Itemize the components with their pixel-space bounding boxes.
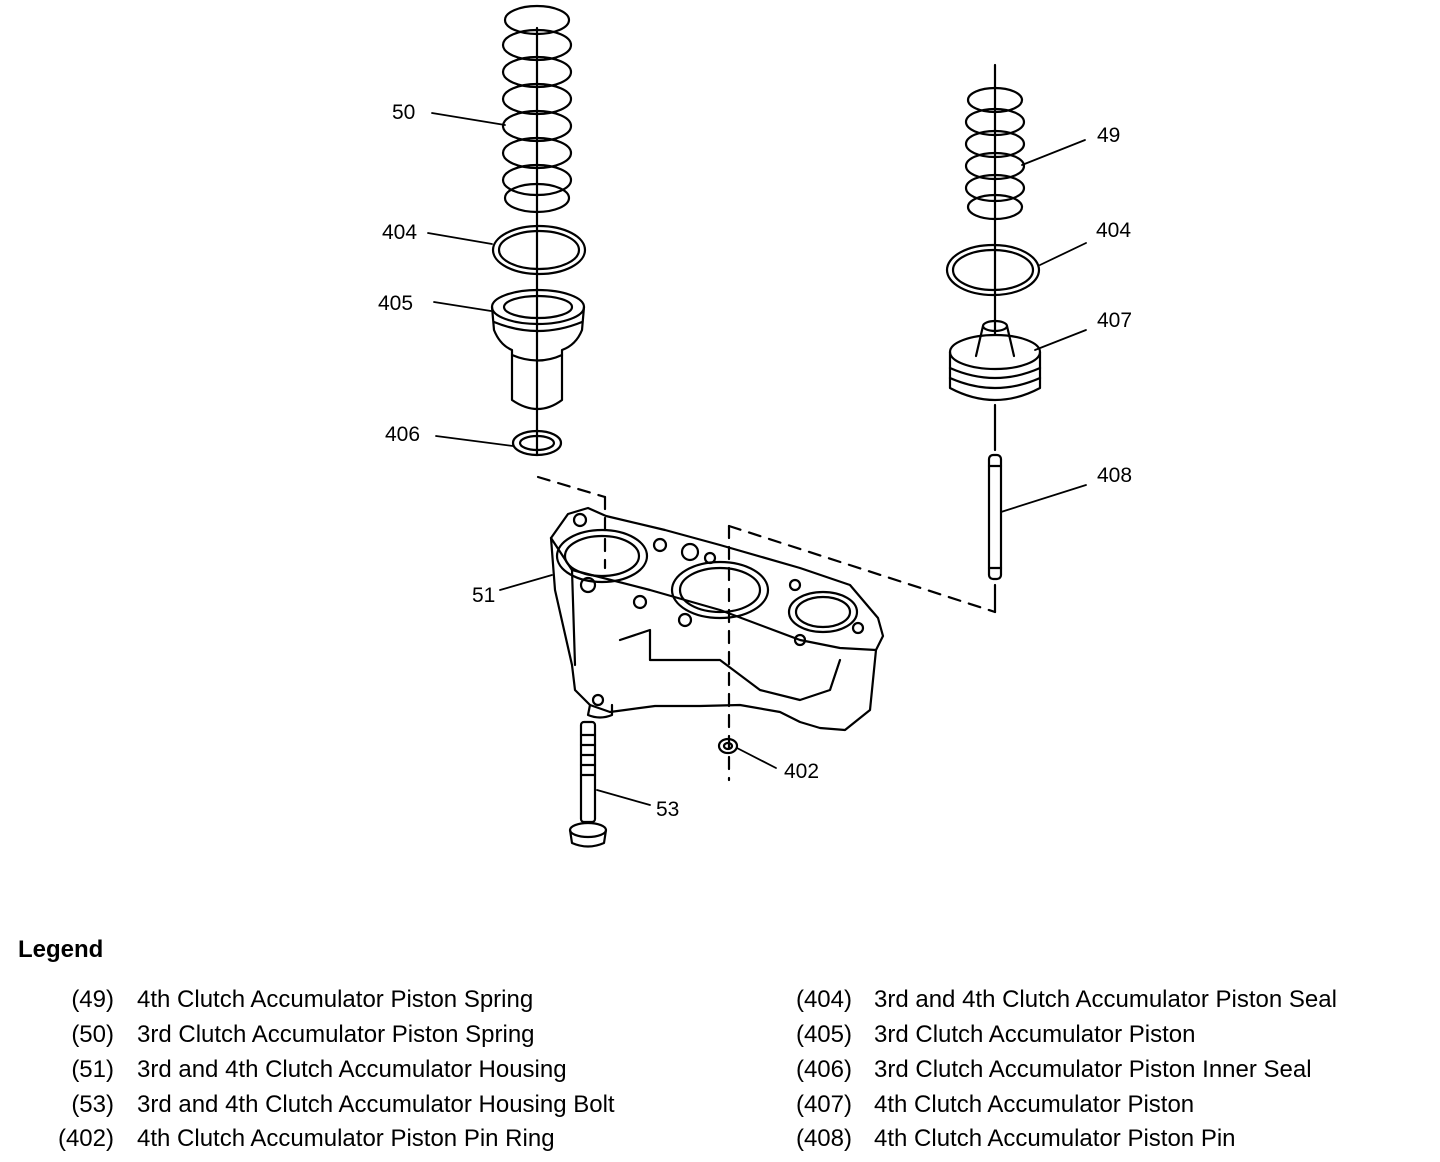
leader-lines bbox=[427, 112, 1087, 806]
piston-405 bbox=[490, 288, 586, 411]
legend-number: (406) bbox=[795, 1056, 852, 1083]
legend-number: (407) bbox=[795, 1091, 852, 1118]
legend-description: 4th Clutch Accumulator Piston Spring bbox=[137, 986, 534, 1013]
legend-description: 3rd Clutch Accumulator Piston Inner Seal bbox=[874, 1056, 1312, 1083]
callout-402: 402 bbox=[784, 760, 819, 783]
legend-description: 4th Clutch Accumulator Piston Pin bbox=[874, 1125, 1236, 1152]
callout-51: 51 bbox=[472, 584, 495, 607]
legend-description: 3rd and 4th Clutch Accumulator Housing bbox=[137, 1056, 567, 1083]
legend-description: 4th Clutch Accumulator Piston Pin Ring bbox=[137, 1125, 555, 1152]
callout-50: 50 bbox=[392, 101, 415, 124]
callout-53: 53 bbox=[656, 798, 679, 821]
legend-number: (50) bbox=[71, 1021, 114, 1048]
callout-406: 406 bbox=[385, 423, 420, 446]
inner-seal-406 bbox=[511, 429, 563, 457]
callout-405: 405 bbox=[378, 292, 413, 315]
pin-408 bbox=[987, 453, 1003, 581]
legend-description: 3rd and 4th Clutch Accumulator Housing B… bbox=[137, 1091, 615, 1118]
legend-description: 3rd Clutch Accumulator Piston bbox=[874, 1021, 1196, 1048]
piston-407 bbox=[948, 319, 1042, 402]
legend-description: 4th Clutch Accumulator Piston bbox=[874, 1091, 1195, 1118]
callout-49: 49 bbox=[1097, 124, 1120, 147]
legend-number: (51) bbox=[71, 1056, 114, 1083]
legend-number: (49) bbox=[71, 986, 114, 1013]
legend-description: 3rd Clutch Accumulator Piston Spring bbox=[137, 1021, 535, 1048]
alignment-dash-left bbox=[536, 475, 607, 499]
legend-title: Legend bbox=[18, 936, 104, 963]
legend-number: (53) bbox=[71, 1091, 114, 1118]
legend-description: 3rd and 4th Clutch Accumulator Piston Se… bbox=[874, 986, 1337, 1013]
pin-ring-402 bbox=[717, 737, 739, 755]
legend-number: (405) bbox=[795, 1021, 852, 1048]
callout-404-left: 404 bbox=[382, 221, 417, 244]
housing-51 bbox=[549, 506, 885, 732]
legend-number: (408) bbox=[795, 1125, 852, 1152]
legend-number: (404) bbox=[795, 986, 852, 1013]
bolt-53 bbox=[568, 720, 608, 848]
spring-49 bbox=[964, 86, 1026, 221]
spring-50 bbox=[501, 4, 573, 214]
callout-408: 408 bbox=[1097, 464, 1132, 487]
exploded-view-diagram: 50 404 405 406 49 404 407 408 51 402 53 bbox=[378, 4, 1132, 848]
seal-ring-404-left bbox=[491, 224, 587, 276]
alignment-dash-right bbox=[727, 524, 997, 614]
callout-404-right: 404 bbox=[1096, 219, 1131, 242]
seal-ring-404-right bbox=[945, 243, 1041, 297]
legend-number: (402) bbox=[57, 1125, 114, 1152]
callout-407: 407 bbox=[1097, 309, 1132, 332]
